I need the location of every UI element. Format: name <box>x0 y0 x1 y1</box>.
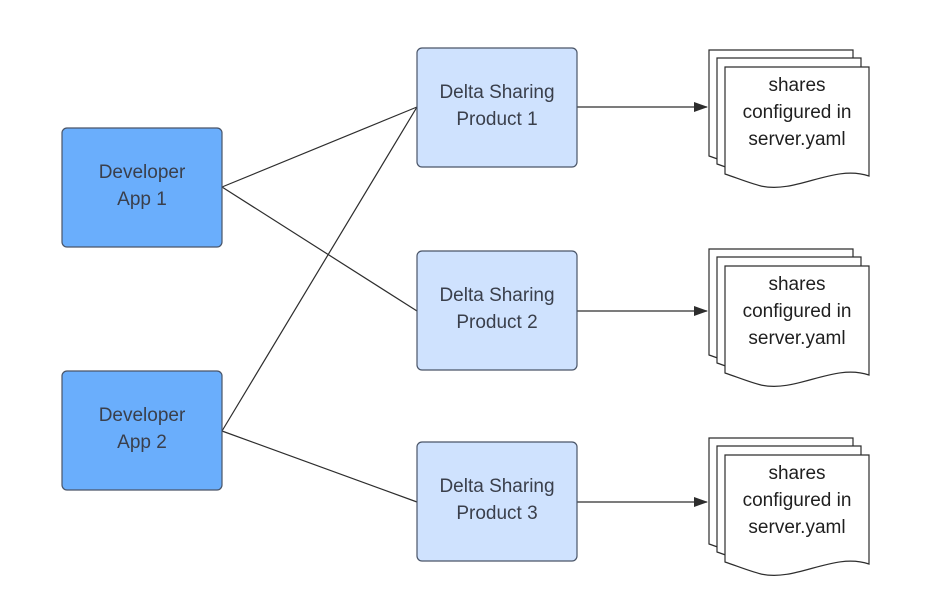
product-3-node: Delta Sharing Product 3 <box>416 441 578 562</box>
developer-app-2-box <box>61 370 223 491</box>
config-2-document-stack: shares configured in server.yaml <box>708 248 870 387</box>
product-1-label-line1: Delta Sharing <box>439 82 554 103</box>
product-3-label-line1: Delta Sharing <box>439 476 554 497</box>
developer-app-1-box <box>61 127 223 248</box>
connections-layer <box>221 102 708 507</box>
developer-app-1-node: Developer App 1 <box>61 127 223 248</box>
config-2-text-line2: configured in <box>743 301 852 322</box>
edge-app2-product1 <box>221 106 418 432</box>
config-2-text-line1: shares <box>768 274 825 295</box>
product-3-box <box>416 441 578 562</box>
config-1-document-stack: shares configured in server.yaml <box>708 49 870 188</box>
developer-app-1-label-line1: Developer <box>99 162 186 183</box>
edge-app1-product2 <box>221 186 418 312</box>
config-1-text-line3: server.yaml <box>748 129 845 150</box>
developer-app-2-label-line2: App 2 <box>117 432 167 453</box>
config-2-text-line3: server.yaml <box>748 328 845 349</box>
developer-app-2-label-line1: Developer <box>99 405 186 426</box>
product-1-node: Delta Sharing Product 1 <box>416 47 578 168</box>
product-3-label-line2: Product 3 <box>456 503 537 524</box>
document-icon <box>724 454 870 576</box>
config-3-text-line2: configured in <box>743 490 852 511</box>
product-2-node: Delta Sharing Product 2 <box>416 250 578 371</box>
product-1-label-line2: Product 1 <box>456 109 537 130</box>
document-icon <box>724 66 870 188</box>
config-3-text-line1: shares <box>768 463 825 484</box>
developer-app-1-label-line2: App 1 <box>117 189 167 210</box>
developer-app-2-node: Developer App 2 <box>61 370 223 491</box>
document-icon <box>724 265 870 387</box>
product-2-label-line2: Product 2 <box>456 312 537 333</box>
config-3-text-line3: server.yaml <box>748 517 845 538</box>
config-1-text-line1: shares <box>768 75 825 96</box>
product-2-box <box>416 250 578 371</box>
config-3-document-stack: shares configured in server.yaml <box>708 437 870 576</box>
config-1-text-line2: configured in <box>743 102 852 123</box>
edge-app2-product3 <box>221 430 418 503</box>
product-1-box <box>416 47 578 168</box>
product-2-label-line1: Delta Sharing <box>439 285 554 306</box>
edge-app1-product1 <box>221 106 418 188</box>
